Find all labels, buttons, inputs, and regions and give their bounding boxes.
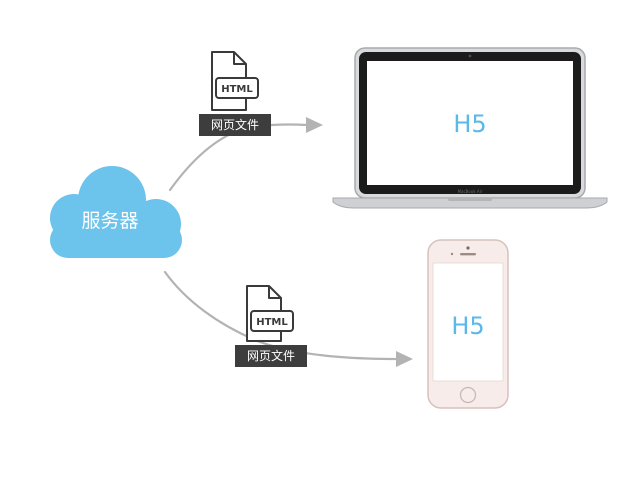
document-icon — [211, 51, 259, 111]
cloud-icon — [50, 166, 182, 258]
phone-screen — [432, 262, 504, 382]
arrowhead-icon — [306, 117, 323, 133]
file-badge-label: 网页文件 — [211, 117, 259, 132]
server-label: 服务器 — [81, 210, 138, 232]
html-file-bottom: HTML 网页文件 — [235, 285, 307, 367]
html-label: HTML — [256, 317, 288, 328]
phone-device: H5 — [427, 239, 509, 409]
laptop-screen — [367, 61, 573, 185]
laptop-screen-text: H5 — [453, 110, 486, 138]
speaker-icon — [460, 253, 476, 256]
camera-icon — [468, 54, 472, 58]
file-badge — [199, 114, 271, 136]
laptop-device: H5 MacBook Air — [332, 47, 608, 209]
laptop-base — [332, 197, 608, 209]
server-cloud: 服务器 — [50, 166, 182, 258]
file-badge-label: 网页文件 — [247, 348, 295, 363]
phone-screen-text: H5 — [451, 312, 484, 340]
html-label: HTML — [221, 84, 253, 95]
camera-icon — [466, 246, 470, 250]
document-icon — [246, 285, 294, 342]
laptop-brand: MacBook Air — [458, 189, 483, 194]
arrowhead-icon — [396, 351, 413, 367]
home-button[interactable] — [459, 386, 477, 404]
html-file-top: HTML 网页文件 — [199, 51, 271, 136]
file-badge — [235, 345, 307, 367]
